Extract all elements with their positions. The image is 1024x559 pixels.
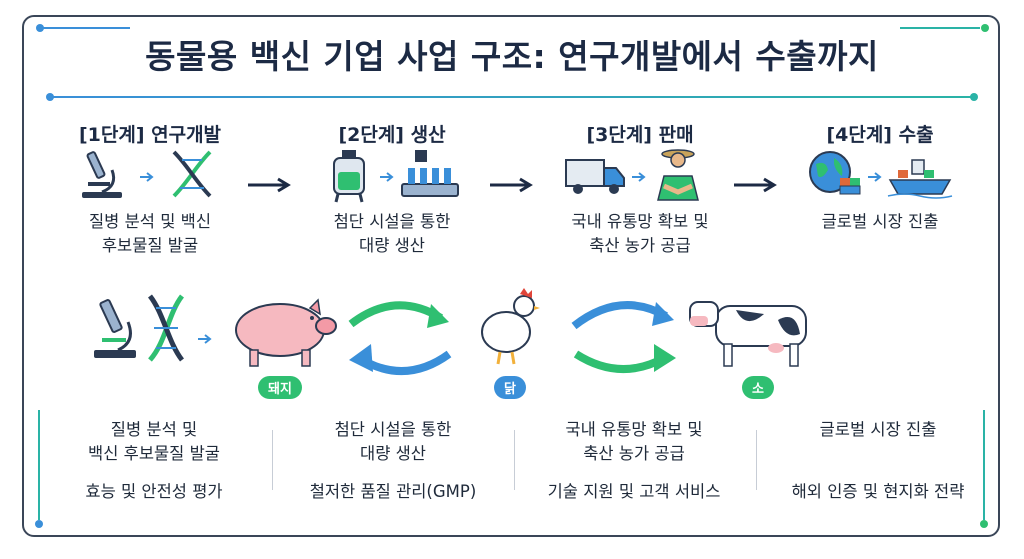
bottom-extra: 해외 인증 및 현지화 전략 [791,482,965,501]
dna-icon [147,294,185,362]
farmer-icon [657,149,699,201]
deco-dot [970,93,978,101]
bottom-line: 질병 분석 및 [110,420,198,439]
ship-icon [887,159,953,199]
desc-line: 국내 유통망 확보 및 [571,212,709,231]
bottom-col-4: 글로벌 시장 진출 해외 인증 및 현지화 전략 [758,418,998,504]
stage-arrow-icon [248,177,291,193]
animal-badge-cow: 소 [742,376,774,399]
bottom-line: 대량 생산 [360,444,426,463]
bottom-line: 축산 농가 공급 [583,444,685,463]
chicken-icon [481,288,540,365]
globe-icon [809,151,861,195]
bottom-extra: 철저한 품질 관리(GMP) [309,482,477,501]
desc-line: 대량 생산 [359,236,425,255]
stage-2-desc: 첨단 시설을 통한 대량 생산 [282,210,502,258]
deco-line [40,27,130,29]
bioreactor-icon [333,150,365,203]
small-arrow-icon [140,172,154,182]
animal-badge-pig: 돼지 [258,376,302,399]
deco-dot [36,24,44,32]
small-arrow-icon [868,172,882,182]
bottom-line: 백신 후보물질 발굴 [88,444,220,463]
deco-line [900,27,980,29]
stage-3-desc: 국내 유통망 확보 및 축산 농가 공급 [530,210,750,258]
column-separator [756,430,757,490]
stage-3-label: [3단계] 판매 [586,124,694,146]
truck-icon [565,159,625,194]
deco-dot [46,93,54,101]
small-arrow-icon [198,334,212,344]
title-underline [52,96,972,98]
desc-line: 축산 농가 공급 [589,236,691,255]
bottom-line: 글로벌 시장 진출 [819,420,937,439]
bottom-col-1: 질병 분석 및 백신 후보물질 발굴 효능 및 안전성 평가 [34,418,274,504]
stage-2-label: [2단계] 생산 [338,124,446,146]
diagram-frame [22,15,1000,537]
column-separator [514,430,515,490]
desc-line: 질병 분석 및 백신 [89,212,211,231]
small-arrow-icon [380,172,394,182]
page-title: 동물용 백신 기업 사업 구조: 연구개발에서 수출까지 [145,37,879,76]
bottom-line: 첨단 시설을 통한 [334,420,452,439]
stage-arrow-icon [490,177,533,193]
dna-icon [172,150,212,198]
deco-line [38,410,40,520]
small-arrow-icon [632,172,646,182]
microscope-icon [94,299,136,358]
cycle-arrows-icon [348,301,452,376]
desc-line: 첨단 시설을 통한 [333,212,451,231]
handshake-icon [663,183,693,195]
stage-1-desc: 질병 분석 및 백신 후보물질 발굴 [40,210,260,258]
microscope-icon [82,151,122,198]
bottom-extra: 효능 및 안전성 평가 [85,482,223,501]
bottom-col-2: 첨단 시설을 통한 대량 생산 철저한 품질 관리(GMP) [273,418,513,504]
cycle-arrows-icon [571,301,676,373]
deco-dot [981,24,989,32]
cow-icon [689,301,807,367]
pig-icon [235,298,337,367]
stage-1-label: [1단계] 연구개발 [78,124,222,146]
desc-line: 글로벌 시장 진출 [821,212,939,231]
animal-badge-chicken: 닭 [494,376,526,399]
deco-dot [35,520,43,528]
bottom-col-3: 국내 유통망 확보 및 축산 농가 공급 기술 지원 및 고객 서비스 [514,418,754,504]
deco-dot [980,520,988,528]
vial-line-icon [401,150,459,197]
stage-arrow-icon [734,177,777,193]
column-separator [272,430,273,490]
stage-4-label: [4단계] 수출 [826,124,934,146]
bottom-extra: 기술 지원 및 고객 서비스 [547,482,721,501]
desc-line: 후보물질 발굴 [101,236,199,255]
deco-line [983,410,985,520]
stage-4-desc: 글로벌 시장 진출 [770,210,990,234]
bottom-line: 국내 유통망 확보 및 [565,420,703,439]
